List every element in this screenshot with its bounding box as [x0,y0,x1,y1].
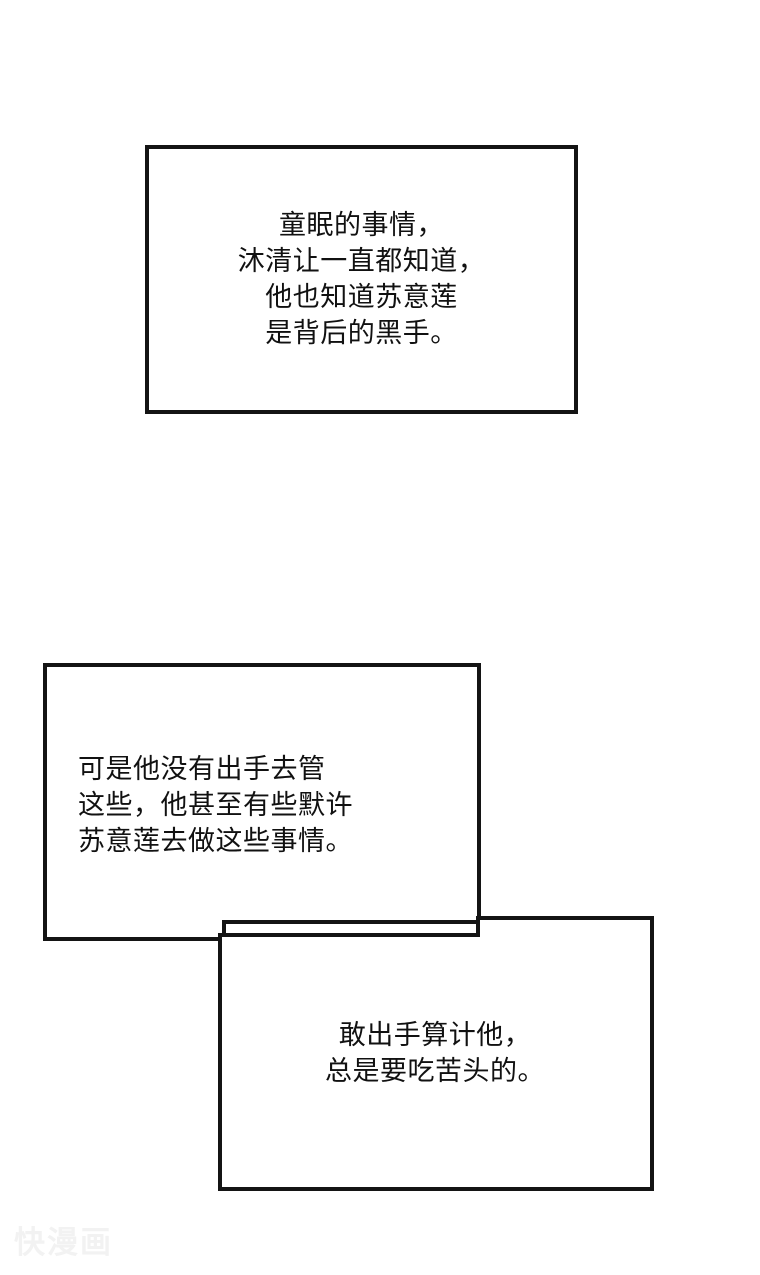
panel-1-caption: 童眠的事情， 沐清让一直都知道， 他也知道苏意莲 是背后的黑手。 [237,210,486,348]
comic-panel-1 [145,145,578,414]
panel-2-outline [43,663,481,941]
panel-3-caption: 敢出手算计他， 总是要吃苦头的。 [325,1020,545,1086]
panel-2-caption: 可是他没有出手去管 这些，他甚至有些默许 苏意莲去做这些事情。 [78,754,353,856]
site-watermark: 快漫画 [14,1225,113,1261]
comic-panel-3 [218,916,654,1191]
comic-panel-2 [43,663,481,941]
panel-3-outline [218,916,654,1191]
